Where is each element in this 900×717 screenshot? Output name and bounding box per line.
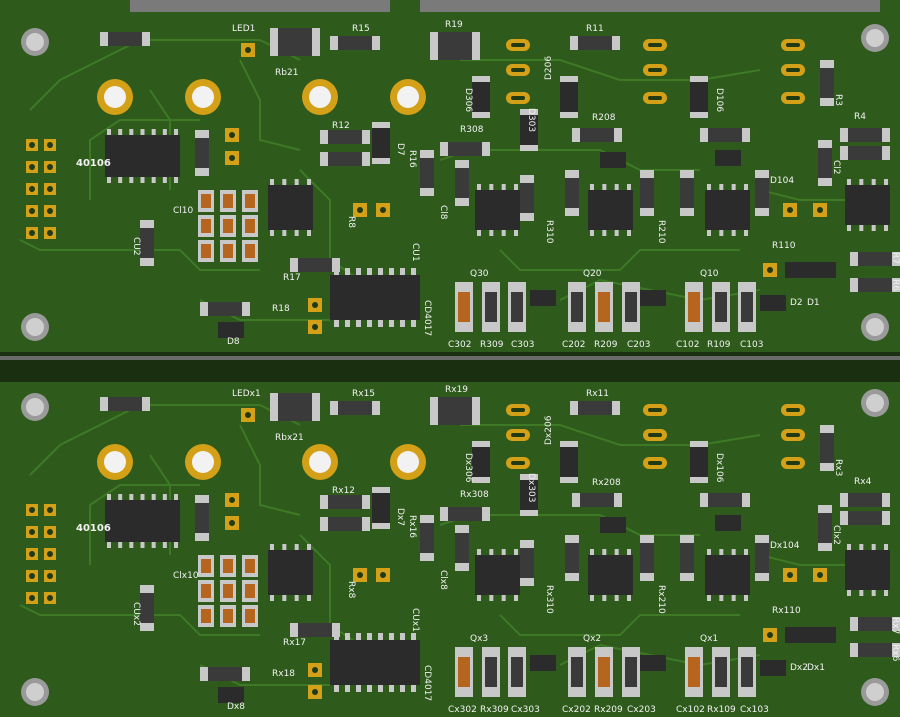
silkscreen-label: Rx3 — [833, 459, 843, 476]
silkscreen-label: Cx203 — [627, 705, 656, 715]
silkscreen-label: Dx2 — [790, 663, 808, 673]
silkscreen-label: R309 — [480, 340, 504, 350]
silkscreen-label: R4 — [854, 112, 866, 122]
silkscreen-label: D7 — [395, 143, 405, 156]
silkscreen-label: Qx3 — [470, 634, 488, 644]
silkscreen-label: C203 — [627, 340, 650, 350]
silkscreen-label: Qx2 — [583, 634, 601, 644]
silkscreen-label: CU1 — [410, 243, 420, 262]
silkscreen-label: Rx209 — [594, 705, 623, 715]
silkscreen-label: Rx309 — [480, 705, 509, 715]
silkscreen-label: D2 — [790, 298, 803, 308]
silkscreen-label: Dx7 — [395, 508, 405, 526]
silkscreen-label: Rx6 — [890, 644, 900, 662]
silkscreen-label: R12 — [332, 121, 350, 131]
silkscreen-label: R17 — [283, 273, 301, 283]
silkscreen-label: Cl8 — [438, 205, 448, 220]
silkscreen-label: R210 — [656, 220, 666, 244]
silkscreen-label: Q20 — [583, 269, 602, 279]
silkscreen-label: R7 — [890, 252, 900, 264]
silkscreen-label: D306 — [463, 88, 473, 112]
silkscreen-label: Rx17 — [283, 638, 306, 648]
silkscreen-label: Clx2 — [831, 525, 841, 545]
silkscreen-label: Rx19 — [445, 385, 468, 395]
silkscreen-label: R18 — [272, 304, 290, 314]
silkscreen-label: D106 — [714, 88, 724, 112]
silkscreen-label: Rx110 — [772, 606, 801, 616]
silkscreen-label: C303 — [511, 340, 534, 350]
silkscreen-label: Dx1 — [807, 663, 825, 673]
silkscreen-label: R109 — [707, 340, 731, 350]
silkscreen-label: Cx202 — [562, 705, 591, 715]
silkscreen-label: Rx310 — [544, 585, 554, 614]
silkscreen-label: Cx103 — [740, 705, 769, 715]
silkscreen-label: Cx102 — [676, 705, 705, 715]
silkscreen-label: Rx12 — [332, 486, 355, 496]
silkscreen-label: Rx109 — [707, 705, 736, 715]
silkscreen-label: Qx1 — [700, 634, 718, 644]
silkscreen-label: R308 — [460, 125, 484, 135]
silkscreen-label: D206 — [544, 56, 554, 80]
silkscreen-label: R110 — [772, 241, 796, 251]
silkscreen-label: R208 — [592, 113, 616, 123]
silkscreen-label: D1 — [807, 298, 820, 308]
silkscreen-label: Rx4 — [854, 477, 872, 487]
silkscreen-label: R16 — [407, 150, 417, 168]
silkscreen-label: Dx104 — [770, 541, 800, 551]
silkscreen-label: Rx11 — [586, 389, 609, 399]
silkscreen-label: Rx8 — [346, 581, 356, 599]
silkscreen-label: D8 — [227, 337, 240, 347]
silkscreen-label: LED1 — [232, 24, 255, 34]
silkscreen-label: Rb21 — [275, 68, 298, 78]
silkscreen-label: R8 — [346, 216, 356, 228]
silkscreen-label: C102 — [676, 340, 699, 350]
silkscreen-label: CU2 — [131, 237, 141, 256]
silkscreen-label: Cx303 — [511, 705, 540, 715]
silkscreen-label: LEDx1 — [232, 389, 261, 399]
silkscreen-label: Q30 — [470, 269, 489, 279]
silkscreen-label: Clx10 — [173, 571, 199, 581]
silkscreen-label: 40106 — [76, 158, 111, 169]
silkscreen-label: Cl2 — [831, 160, 841, 175]
silkscreen-label: Rx208 — [592, 478, 621, 488]
silkscreen-label: Cx302 — [448, 705, 477, 715]
silkscreen-label: D104 — [770, 176, 794, 186]
silkscreen-label: Q10 — [700, 269, 719, 279]
silkscreen-label: D303 — [526, 108, 536, 132]
silkscreen-label: Cl10 — [173, 206, 194, 216]
silkscreen-label: R19 — [445, 20, 463, 30]
silkscreen-label: Rx7 — [890, 617, 900, 634]
silkscreen-label: Rbx21 — [275, 433, 304, 443]
silkscreen-label: R209 — [594, 340, 618, 350]
silkscreen-label: C103 — [740, 340, 763, 350]
silkscreen-label: R11 — [586, 24, 604, 34]
silkscreen-label: Dx8 — [227, 702, 245, 712]
silkscreen-label: CUx1 — [410, 608, 420, 632]
silkscreen-label: Clx8 — [438, 570, 448, 590]
silkscreen-label: R310 — [544, 220, 554, 244]
silkscreen-label: R15 — [352, 24, 370, 34]
silkscreen-label: CD4017 — [422, 300, 432, 336]
silkscreen-label: Rx210 — [656, 585, 666, 614]
silkscreen-label: CD4017 — [422, 665, 432, 701]
silkscreen-label: C202 — [562, 340, 585, 350]
silkscreen-label: Rx16 — [407, 515, 417, 538]
silkscreen-label: Rx308 — [460, 490, 489, 500]
silkscreen-label: Dx303 — [526, 473, 536, 502]
silkscreen-label: R3 — [833, 94, 843, 106]
silkscreen-label: Rx18 — [272, 669, 295, 679]
silkscreen-label: Dx106 — [714, 453, 724, 483]
silkscreen-label: Dx306 — [463, 453, 473, 483]
silkscreen-label: R6 — [890, 279, 900, 291]
silkscreen-label: 40106 — [76, 523, 111, 534]
silkscreen-label: CUx2 — [131, 602, 141, 626]
silkscreen-label: C302 — [448, 340, 471, 350]
silkscreen-label: Rx15 — [352, 389, 375, 399]
silkscreen-label: Dx206 — [544, 415, 554, 445]
